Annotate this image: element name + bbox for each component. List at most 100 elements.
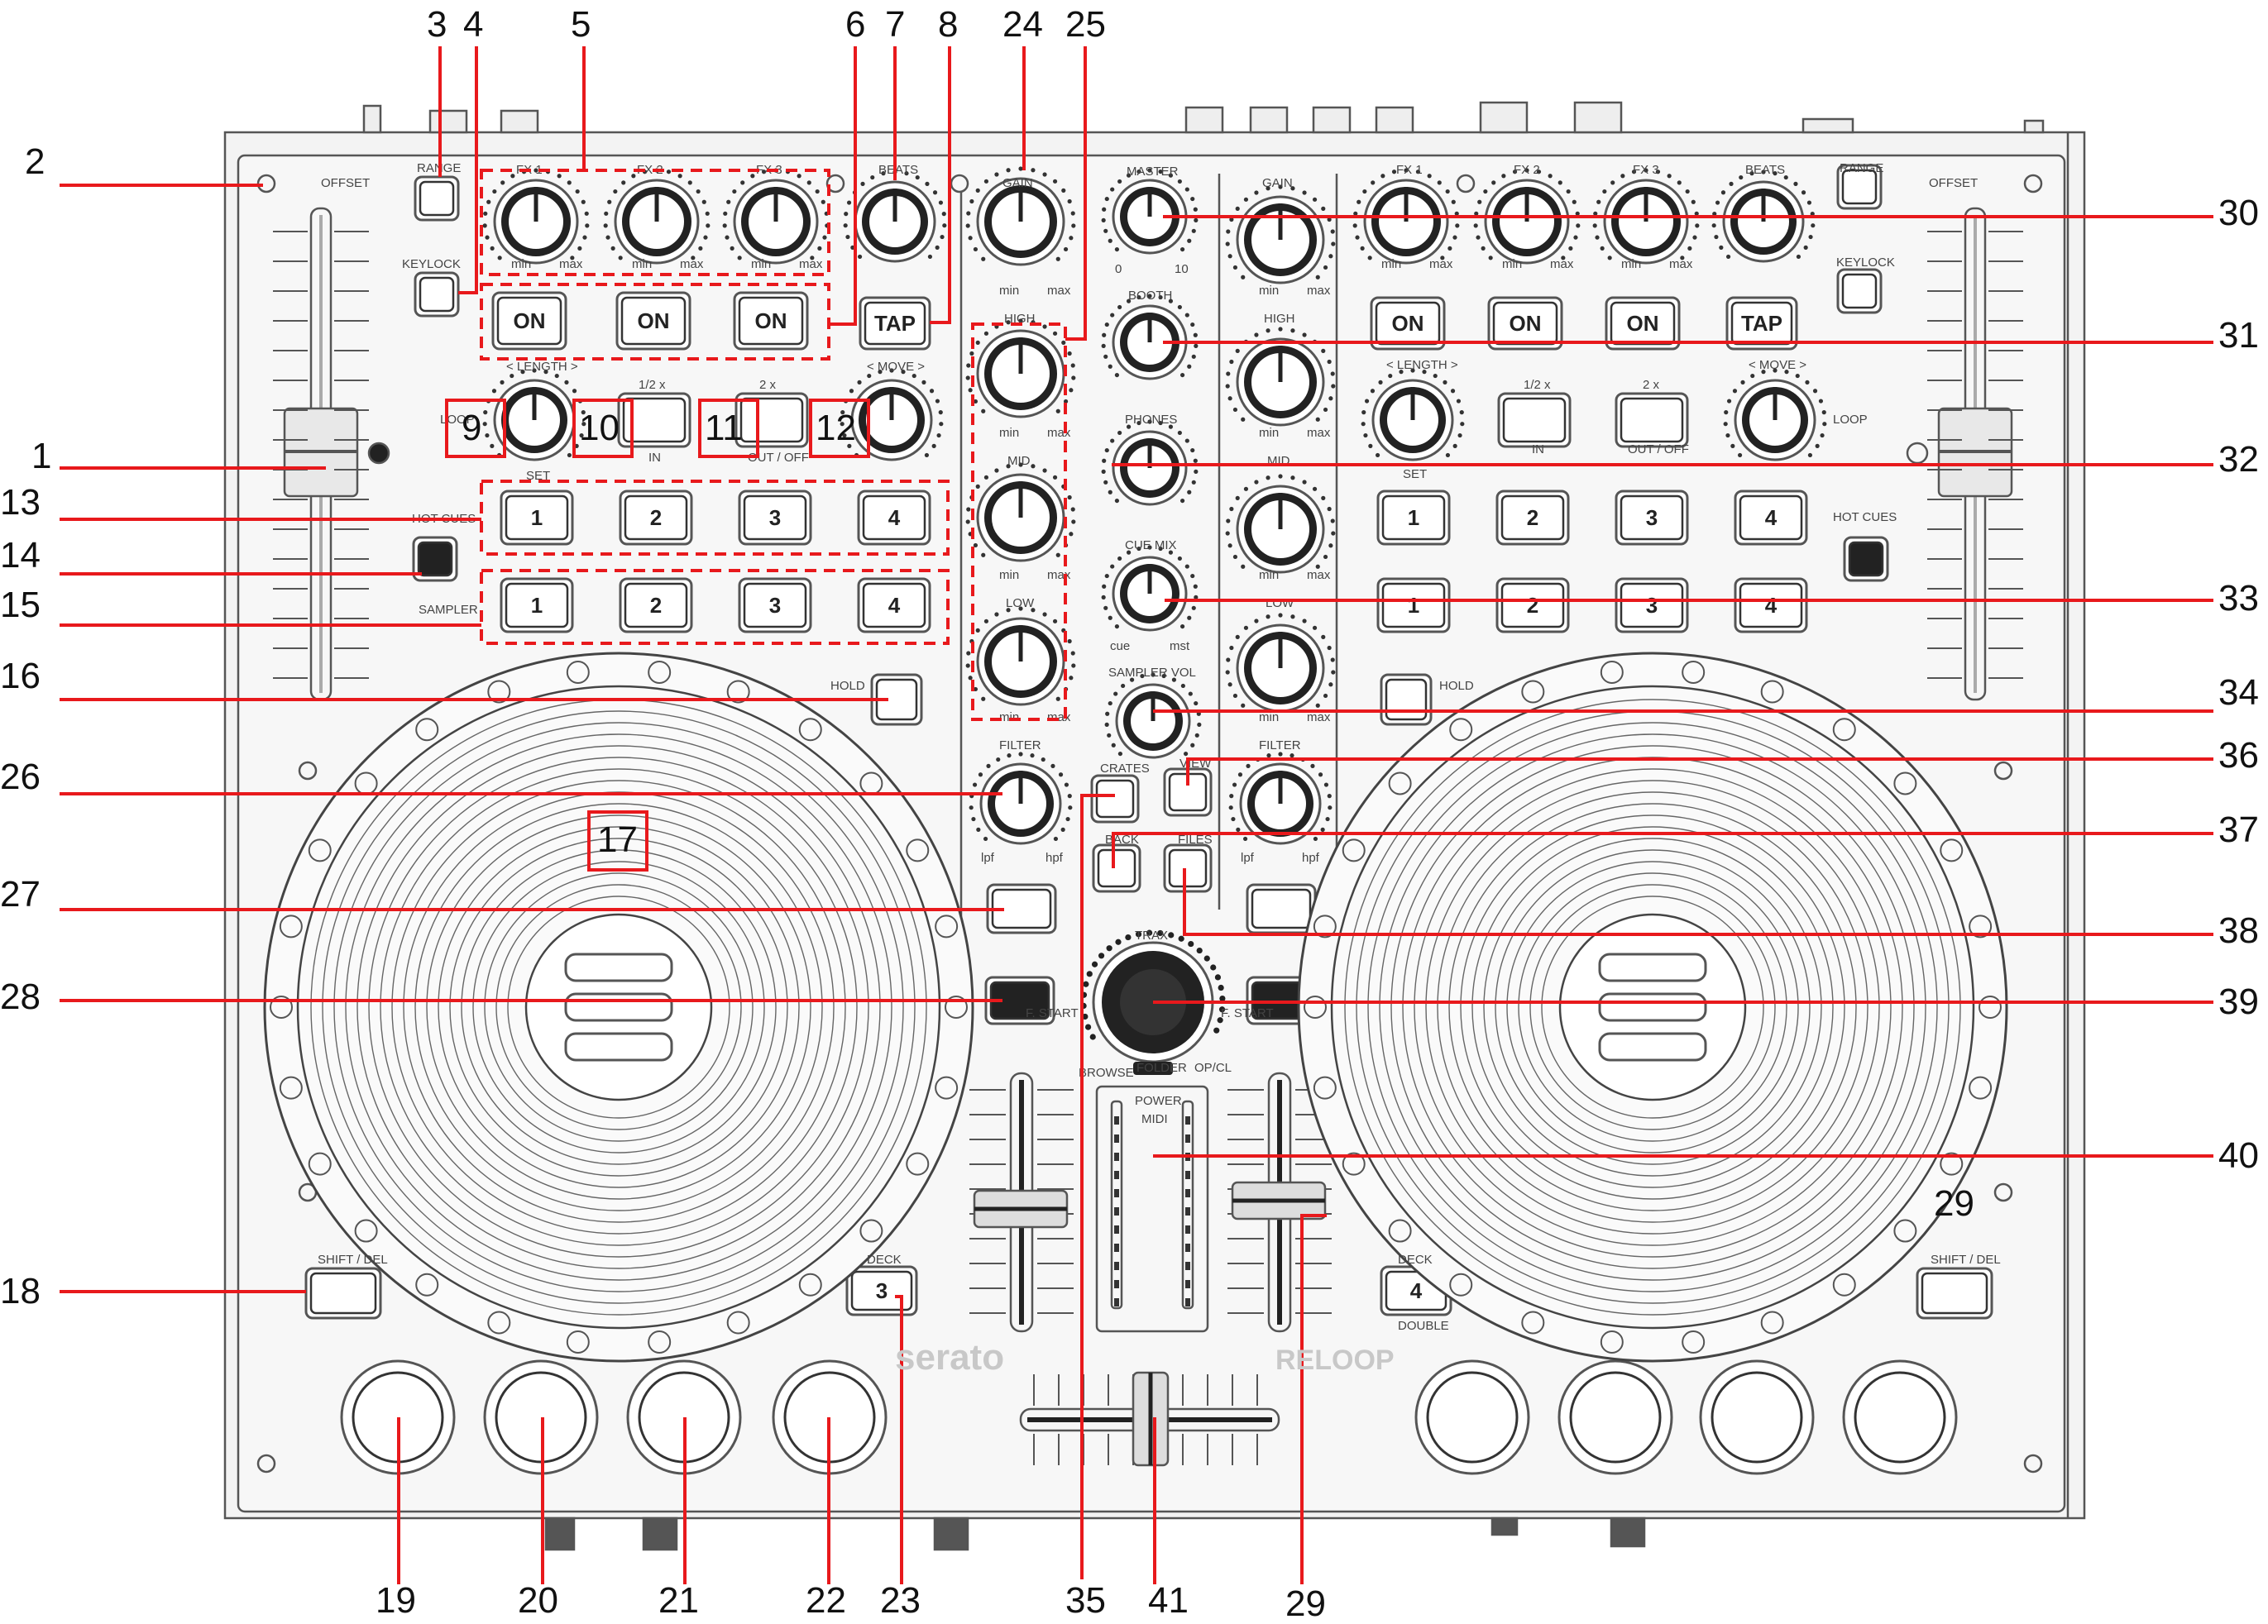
load-left-button[interactable]	[984, 976, 1055, 1025]
label-min-0: min	[511, 257, 531, 271]
callout-c35: 35	[1065, 1580, 1106, 1621]
loop-half-button-left[interactable]	[617, 392, 691, 448]
hot-cue-2-left[interactable]: 2	[619, 490, 693, 546]
tap-button-left[interactable]: TAP	[859, 296, 931, 351]
pitch-fader-right[interactable]	[1906, 207, 2013, 701]
sampler-4-left-label: 4	[888, 593, 901, 618]
sync-button-right[interactable]	[1414, 1359, 1530, 1475]
callout-c10: 10	[579, 408, 620, 448]
callout-c4: 4	[463, 4, 483, 45]
loop-move-knob-left[interactable]	[840, 368, 944, 461]
label-min-3: min	[999, 284, 1019, 298]
beats-knob-left[interactable]	[843, 170, 947, 263]
label-fx2-4: FX 2	[637, 163, 663, 177]
channel-fader-left[interactable]	[973, 1072, 1069, 1333]
callout-c18: 18	[0, 1271, 41, 1311]
sampler-2-right[interactable]: 2	[1495, 577, 1570, 633]
fx3-knob-right[interactable]	[1592, 168, 1700, 265]
scratch-button-right[interactable]	[1843, 536, 1889, 582]
loop-half-button-right[interactable]	[1497, 392, 1572, 448]
hold-search-button-left[interactable]	[870, 673, 923, 726]
label-hold-17: HOLD	[830, 679, 865, 693]
hot-cue-2-right[interactable]: 2	[1495, 490, 1570, 546]
gain-knob-left[interactable]	[965, 166, 1076, 266]
headphone-cue-right[interactable]	[1246, 883, 1317, 934]
fx1-knob-left[interactable]	[482, 168, 590, 265]
low-knob-right[interactable]	[1225, 613, 1336, 713]
callout-c2: 2	[25, 141, 45, 182]
fx3-on-button-right[interactable]: ON	[1605, 296, 1681, 351]
trax-encoder-ring	[1080, 929, 1226, 1040]
sampler-4-left[interactable]: 4	[857, 577, 931, 633]
loop-length-knob-left[interactable]	[482, 368, 586, 461]
loop-length-knob-right[interactable]	[1361, 368, 1465, 461]
sampler-3-right[interactable]: 3	[1615, 577, 1689, 633]
cuemix-knob[interactable]	[1101, 545, 1199, 632]
hot-cue-3-left[interactable]: 3	[738, 490, 812, 546]
files-button[interactable]	[1163, 843, 1213, 893]
sampler-4-right[interactable]: 4	[1734, 577, 1808, 633]
label-max-2: max	[799, 257, 823, 271]
callout-c17: 17	[597, 819, 638, 860]
fx3-on-button-right-label: ON	[1627, 311, 1659, 336]
label-mst-30: mst	[1170, 639, 1190, 653]
loop-double-button-right[interactable]	[1615, 392, 1689, 448]
tap-button-right[interactable]: TAP	[1725, 296, 1798, 351]
label-min-10: min	[1259, 710, 1279, 724]
filter-knob-right[interactable]	[1228, 752, 1333, 845]
cue-button-right[interactable]	[1699, 1359, 1815, 1475]
sampler-1-left[interactable]: 1	[500, 577, 574, 633]
booth-knob[interactable]	[1101, 294, 1199, 380]
fx1-knob-right[interactable]	[1352, 168, 1460, 265]
label-outoff-13: OUT / OFF	[748, 451, 809, 465]
channel-fader-right[interactable]	[1231, 1072, 1327, 1333]
callout-c8: 8	[938, 4, 958, 45]
shift-del-button-left[interactable]	[304, 1267, 382, 1320]
keylock-button-right[interactable]	[1836, 268, 1883, 314]
crossfader[interactable]	[1019, 1371, 1280, 1467]
filter-knob-left[interactable]	[969, 752, 1073, 845]
fx2-knob-right[interactable]	[1473, 168, 1581, 265]
label-max-13: max	[1669, 257, 1693, 271]
hot-cue-4-right[interactable]: 4	[1734, 490, 1808, 546]
mid-knob-right[interactable]	[1225, 474, 1336, 574]
fx2-knob-left[interactable]	[603, 168, 711, 265]
label-shiftdel-72: SHIFT / DEL	[1931, 1253, 2001, 1267]
back-button[interactable]	[1092, 843, 1141, 893]
headphone-cue-left[interactable]	[986, 883, 1057, 934]
jog-wheel-right[interactable]	[1297, 652, 2008, 1363]
fx3-on-button-left[interactable]: ON	[733, 291, 809, 351]
hot-cue-3-right[interactable]: 3	[1615, 490, 1689, 546]
phones-knob[interactable]	[1101, 419, 1199, 506]
range-button-right[interactable]	[1836, 164, 1883, 210]
deck-3-button[interactable]: 3	[845, 1265, 918, 1316]
high-knob-left[interactable]	[965, 318, 1076, 418]
sampler-3-left[interactable]: 3	[738, 577, 812, 633]
keylock-button-left[interactable]	[414, 271, 460, 318]
scratch-button-left[interactable]	[412, 536, 458, 582]
crates-button[interactable]	[1090, 774, 1140, 824]
shift-del-button-right[interactable]	[1916, 1267, 1993, 1320]
play-pause-button-right[interactable]	[1842, 1359, 1958, 1475]
hot-cue-4-left[interactable]: 4	[857, 490, 931, 546]
fx2-on-button-left[interactable]: ON	[615, 291, 691, 351]
loop-move-knob-right[interactable]	[1723, 368, 1827, 461]
sampler-1-right[interactable]: 1	[1376, 577, 1451, 633]
pitch-fader-left[interactable]	[283, 207, 390, 701]
hot-cue-1-left[interactable]: 1	[500, 490, 574, 546]
high-knob-right[interactable]	[1225, 327, 1336, 427]
range-button-left[interactable]	[414, 175, 460, 222]
fx1-on-button-left[interactable]: ON	[491, 291, 567, 351]
beats-knob-right[interactable]	[1711, 170, 1816, 263]
fx2-on-button-right[interactable]: ON	[1487, 296, 1563, 351]
jog-wheel-left[interactable]	[263, 652, 974, 1363]
hot-cue-1-right[interactable]: 1	[1376, 490, 1451, 546]
cue-cup-button-right[interactable]	[1557, 1359, 1673, 1475]
sampler-2-left[interactable]: 2	[619, 577, 693, 633]
hold-search-button-right[interactable]	[1380, 673, 1433, 726]
master-knob[interactable]	[1101, 168, 1199, 255]
low-knob-left[interactable]	[965, 606, 1076, 706]
box-17	[587, 810, 648, 872]
fx3-knob-left[interactable]	[722, 168, 830, 265]
callout-c26: 26	[0, 757, 41, 797]
